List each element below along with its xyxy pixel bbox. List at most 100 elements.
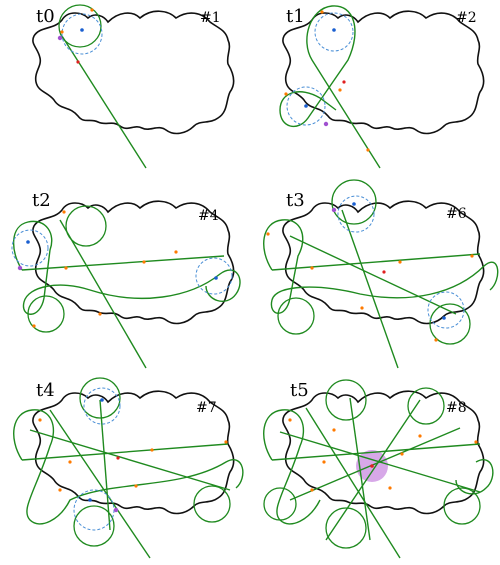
tick-mark: [98, 312, 102, 316]
tick-mark: [62, 210, 66, 214]
track-line: [305, 407, 401, 559]
center-point: [26, 240, 30, 244]
track-line: [325, 399, 421, 541]
tick-mark: [64, 266, 68, 270]
time-label: t4: [36, 380, 55, 401]
probe-circle: [11, 229, 49, 267]
tick-mark: [434, 338, 438, 342]
track-line: [349, 397, 371, 541]
track-circle: [325, 507, 367, 549]
track-circle: [27, 295, 65, 333]
panel-t1: t1 #2: [279, 5, 485, 169]
probe-circle: [83, 387, 121, 425]
time-label: t3: [286, 190, 305, 211]
time-label: t1: [286, 6, 305, 27]
tick-mark: [142, 260, 146, 264]
track-line: [289, 427, 461, 501]
track-line: [21, 255, 225, 271]
tick-mark: [322, 460, 326, 464]
index-label: #4: [198, 208, 219, 224]
panel-t3: t3 #6: [263, 179, 499, 369]
track-line: [341, 209, 399, 369]
tick-mark: [388, 486, 392, 490]
panel-t2: t2 #4: [11, 190, 241, 369]
center-point: [304, 104, 308, 108]
track-circle: [79, 377, 121, 419]
track-loop: [455, 459, 494, 495]
red-mark: [116, 456, 120, 460]
index-label: #1: [200, 10, 221, 26]
tick-mark: [174, 250, 178, 254]
time-label: t2: [32, 190, 51, 211]
track-circle: [73, 505, 115, 547]
center-point: [214, 276, 218, 280]
probe-circle: [61, 13, 103, 55]
red-mark: [342, 80, 346, 84]
tick-mark: [366, 148, 370, 152]
tick-mark: [32, 324, 36, 328]
center-point: [100, 398, 104, 402]
tick-mark: [68, 460, 72, 464]
tick-mark: [400, 452, 404, 456]
track-circle: [65, 205, 107, 247]
tick-mark: [134, 484, 138, 488]
violet-mark: [323, 121, 329, 127]
track-circle: [277, 297, 315, 335]
center-point: [442, 316, 446, 320]
red-mark: [370, 464, 374, 468]
track-loop: [279, 5, 381, 169]
probe-circle: [427, 291, 465, 329]
center-point: [332, 28, 336, 32]
tick-mark: [150, 448, 154, 452]
tick-mark: [338, 88, 342, 92]
tick-mark: [310, 266, 314, 270]
probe-circle: [337, 195, 375, 233]
tick-mark: [474, 440, 478, 444]
track-circle: [193, 485, 231, 523]
probe-circle: [314, 12, 354, 52]
violet-mark: [57, 35, 63, 41]
track-circle: [429, 303, 471, 345]
center-point: [80, 28, 84, 32]
tick-mark: [90, 8, 94, 12]
red-mark: [76, 60, 80, 64]
outline-shape: [282, 10, 485, 135]
track-circle: [331, 179, 377, 225]
tick-mark: [38, 418, 42, 422]
tick-mark: [224, 440, 228, 444]
track-loop: [263, 219, 499, 314]
time-label: t5: [290, 380, 309, 401]
red-mark: [382, 270, 386, 274]
center-point: [352, 202, 356, 206]
track-line: [99, 399, 111, 531]
track-circle: [407, 387, 445, 425]
probe-circle: [286, 86, 326, 126]
tick-mark: [284, 92, 288, 96]
track-line: [21, 443, 229, 461]
track-circle: [263, 487, 297, 521]
violet-mark: [17, 265, 23, 271]
tick-mark: [288, 418, 292, 422]
tick-mark: [320, 10, 324, 14]
track-line: [271, 443, 481, 461]
panel-t4: t4 #7: [13, 377, 244, 559]
index-label: #2: [456, 10, 477, 26]
track-line: [271, 253, 481, 271]
tick-mark: [58, 488, 62, 492]
tick-mark: [398, 260, 402, 264]
center-point: [88, 498, 92, 502]
track-loop: [13, 409, 244, 525]
index-label: #8: [446, 400, 467, 416]
index-label: #7: [196, 400, 217, 416]
track-line: [49, 409, 151, 559]
track-circle: [325, 379, 367, 421]
panel-t0: t0 #1: [32, 4, 235, 169]
violet-mark: [113, 507, 119, 513]
probe-circle: [195, 257, 233, 295]
track-line: [289, 235, 457, 315]
tick-mark: [266, 232, 270, 236]
track-circle: [443, 487, 481, 525]
tick-mark: [60, 30, 64, 34]
tick-mark: [360, 306, 364, 310]
